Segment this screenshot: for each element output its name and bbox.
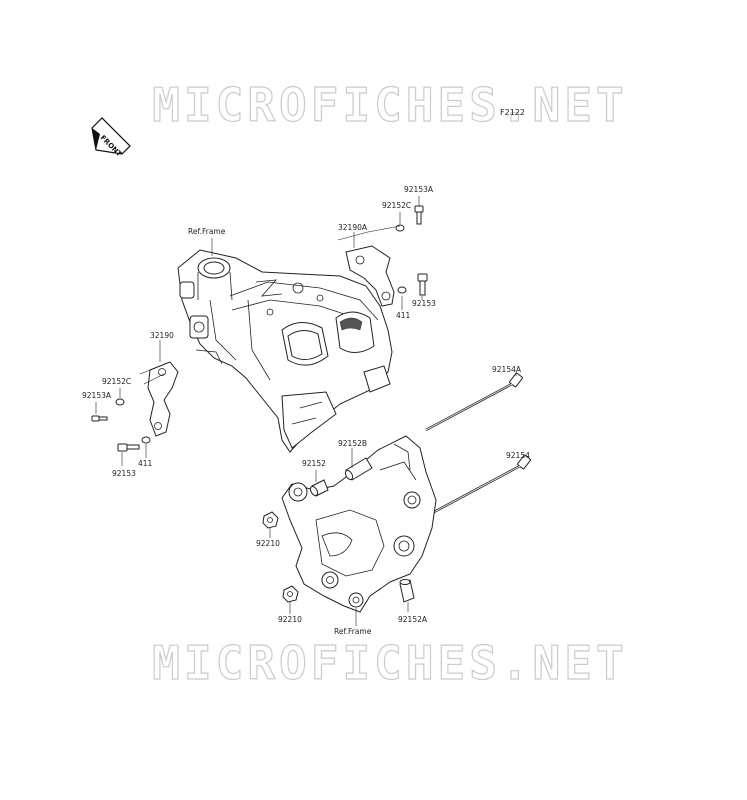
label-ref-frame-top: Ref.Frame	[188, 227, 226, 236]
bolt-92154	[433, 454, 531, 514]
figure-code: F2122	[500, 108, 525, 117]
part-labels: Ref.Frame 32190A 92153A 92152C 411 92153…	[82, 185, 530, 636]
lower-mount-bracket	[281, 435, 437, 613]
bolt-92153-left	[117, 443, 140, 452]
label-92152: 92152	[302, 459, 326, 468]
bracket-32190a	[345, 245, 395, 307]
front-arrow-icon: FRONT	[91, 117, 131, 158]
label-92152c-right: 92152C	[382, 201, 411, 210]
label-ref-frame-bottom: Ref.Frame	[334, 627, 372, 636]
watermark-top: MICROFICHES.NET	[152, 77, 628, 132]
label-92152a: 92152A	[398, 615, 428, 624]
bolt-92154a	[425, 372, 523, 432]
label-92154a: 92154A	[492, 365, 522, 374]
label-92153-right: 92153	[412, 299, 436, 308]
washer-411-right	[397, 286, 407, 294]
label-92152b: 92152B	[338, 439, 367, 448]
label-32190a: 32190A	[338, 223, 368, 232]
washer-92152c-left	[115, 398, 125, 406]
watermark-bottom: MICROFICHES.NET	[152, 635, 628, 690]
nut-92210-b	[282, 585, 299, 603]
collar-92152	[309, 479, 329, 497]
spacer-92152a	[399, 579, 415, 603]
bolt-92153a-right	[414, 205, 424, 225]
label-92153a-right: 92153A	[404, 185, 434, 194]
main-frame	[177, 249, 393, 453]
bracket-32190	[147, 361, 179, 437]
bolt-92153a-left	[91, 415, 108, 422]
label-92153a-left: 92153A	[82, 391, 112, 400]
nut-92210-a	[262, 511, 279, 529]
spacer-92152b	[344, 457, 373, 481]
label-92154: 92154	[506, 451, 530, 460]
washer-92152c-right	[395, 224, 405, 232]
label-92210-a: 92210	[256, 539, 280, 548]
label-92152c-left: 92152C	[102, 377, 131, 386]
label-92210-b: 92210	[278, 615, 302, 624]
label-92153-left: 92153	[112, 469, 136, 478]
bolt-92153-right	[417, 273, 428, 296]
washer-411-left	[141, 436, 151, 444]
label-411-left: 411	[138, 459, 153, 468]
leader-lines	[95, 196, 525, 626]
label-411-right: 411	[396, 311, 411, 320]
label-32190: 32190	[150, 331, 174, 340]
